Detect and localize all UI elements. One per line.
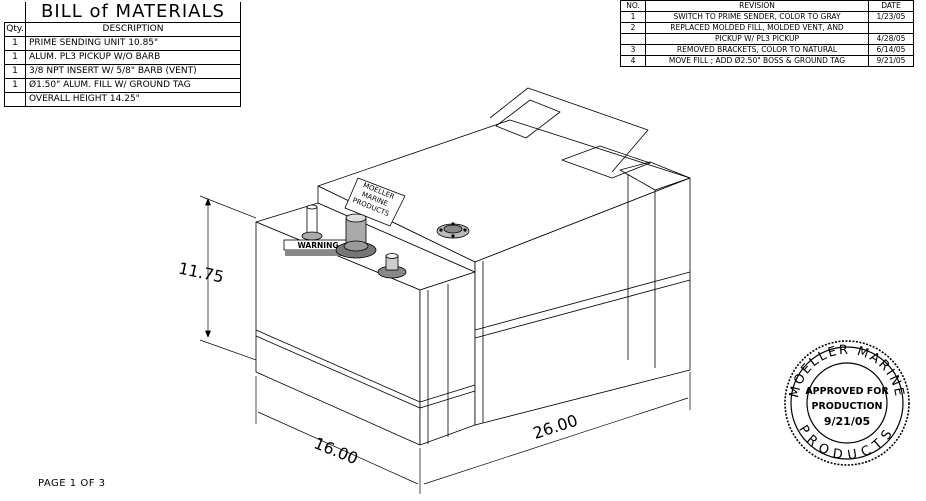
revision-row: 3 REMOVED BRACKETS, COLOR TO NATURAL 6/1…: [620, 44, 914, 56]
bill-of-materials-table: BILL of MATERIALS Qty. DESCRIPTION 1 PRI…: [4, 2, 241, 107]
bom-description: OVERALL HEIGHT 14.25": [25, 92, 241, 107]
width-dimension: 16.00: [311, 434, 361, 469]
approval-stamp: MOELLER MARINE PRODUCTS APPROVED FOR PRO…: [784, 340, 910, 466]
fill-fitting: [335, 213, 377, 259]
bom-title: BILL of MATERIALS: [25, 2, 241, 23]
vent-fitting: [301, 204, 323, 241]
stamp-line-1: APPROVED FOR: [805, 386, 889, 397]
revision-row: 2 REPLACED MOLDED FILL, MOLDED VENT, AND: [620, 22, 914, 34]
warning-label: WARNING: [297, 241, 338, 250]
revision-row: 4 MOVE FILL ; ADD Ø2.50" BOSS & GROUND T…: [620, 55, 914, 67]
page-label: PAGE 1 OF 3: [38, 478, 106, 489]
sender-fitting: [436, 222, 470, 239]
revision-date: 9/21/05: [868, 55, 914, 67]
revision-date: 6/14/05: [868, 44, 914, 56]
stamp-line-2: PRODUCTION: [812, 401, 883, 412]
revision-table: NO. REVISION DATE 1 SWITCH TO PRIME SEND…: [620, 0, 914, 67]
pickup-fitting: [377, 253, 407, 279]
bom-row: OVERALL HEIGHT 14.25": [4, 92, 241, 107]
length-dimension: 26.00: [531, 411, 580, 443]
height-dimension: 11.75: [177, 259, 226, 287]
stamp-line-3: 9/21/05: [824, 415, 870, 428]
bom-row: 1 ALUM. PL3 PICKUP W/O BARB: [4, 50, 241, 65]
